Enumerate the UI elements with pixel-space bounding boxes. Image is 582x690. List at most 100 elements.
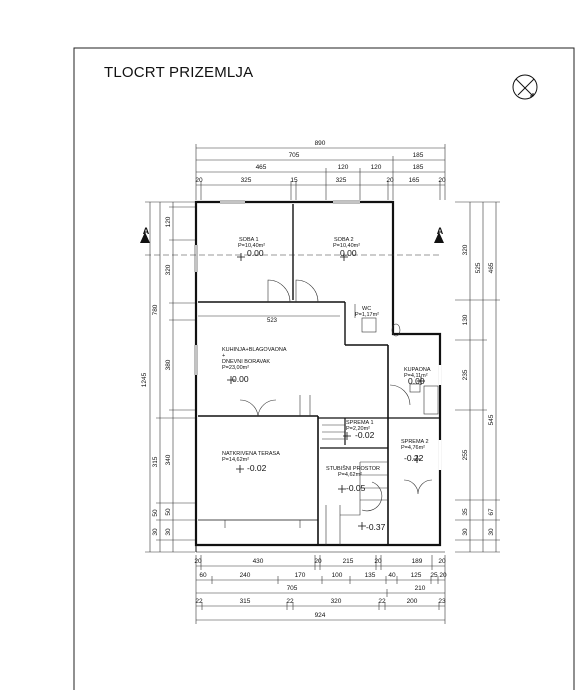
top-dimension-lines (195, 144, 446, 200)
dim-right-255: 255 (462, 449, 469, 460)
dim-left-120: 120 (165, 216, 172, 227)
dim-right-total: 525 (475, 262, 482, 273)
dim-bot-22c: 22 (378, 598, 386, 605)
room-stubisni-name: STUBIŠNI PROSTOR (326, 465, 380, 472)
dim-right-30: 30 (488, 528, 495, 536)
dim-top-20b: 20 (386, 177, 394, 184)
room-sprema1-name: SPREMA 1 (346, 420, 374, 426)
dim-right-235: 235 (462, 369, 469, 380)
room-kupaona-area: P=4,11m² (404, 373, 428, 379)
dim-bot-20a: 20 (194, 558, 202, 565)
level-kuhinja: 0.00 (232, 374, 249, 384)
room-terasa-area: P=14,62m² (222, 457, 249, 463)
room-wc-name: WC (362, 306, 371, 312)
level-soba2: 0.00 (340, 248, 357, 258)
dim-left-780: 780 (152, 304, 159, 315)
dim-bot-total: 924 (315, 612, 326, 619)
dim-bot-60: 60 (199, 572, 207, 579)
dim-bot-20b: 20 (314, 558, 322, 565)
stair (322, 424, 388, 545)
level-soba1: 0.00 (247, 248, 264, 258)
bottom-dimension-lines (195, 555, 446, 624)
dim-left-total: 1245 (141, 372, 148, 387)
dim-top-20c: 20 (438, 177, 446, 184)
dim-right-30b: 30 (462, 528, 469, 536)
level-sprema1: -0.02 (355, 430, 375, 440)
section-line-a (140, 232, 444, 256)
dim-bot-200: 200 (407, 598, 418, 605)
walls (194, 200, 445, 553)
room-dnevni-name: DNEVNI BORAVAK (222, 359, 270, 365)
room-kuhinja-plus: + (222, 353, 225, 359)
room-kupaona-name: KUPAONA (404, 367, 431, 373)
dim-left-50b: 50 (165, 508, 172, 516)
dim-bot-100: 100 (332, 572, 343, 579)
room-kuhinja-name: KUHINJA+BLAGOVAONA (222, 347, 287, 353)
level-markers (227, 253, 425, 530)
dim-bot-240: 240 (240, 572, 251, 579)
dim-top-325b: 325 (336, 177, 347, 184)
room-terasa-name: NATKRIVENA TERASA (222, 451, 280, 457)
section-marker-right: A (437, 226, 444, 236)
dim-bot-20d: 20 (438, 558, 446, 565)
room-sprema2-area: P=4,76m² (401, 445, 425, 451)
right-dimension-lines (455, 201, 500, 553)
dim-top-185a: 185 (413, 152, 424, 159)
dim-left-50: 50 (152, 509, 159, 517)
dim-inner-523: 523 (267, 318, 278, 324)
room-sprema1-area: P=2,20m² (346, 426, 370, 432)
dim-bot-23: 23 (438, 598, 446, 605)
dim-left-380: 380 (165, 359, 172, 370)
dim-bot-20c: 20 (374, 558, 382, 565)
dim-bot-22b: 22 (286, 598, 294, 605)
north-arrow-icon (512, 74, 538, 100)
dim-top-120a: 120 (338, 164, 349, 171)
level-terasa: -0.02 (247, 463, 267, 473)
dim-bot-320: 320 (331, 598, 342, 605)
room-wc-area: P=1,17m² (355, 312, 379, 318)
room-soba2-area: P=10,40m² (333, 243, 360, 249)
dim-bot-25: 25 (430, 572, 438, 579)
room-sprema2-name: SPREMA 2 (401, 439, 429, 445)
dim-right-67: 67 (488, 508, 495, 516)
level-sprema2: -0.22 (404, 453, 424, 463)
dim-top-15: 15 (290, 177, 298, 184)
dim-bot-125: 125 (411, 572, 422, 579)
dim-bot-170: 170 (295, 572, 306, 579)
dim-bot-189: 189 (412, 558, 423, 565)
dim-bot-210: 210 (415, 585, 426, 592)
level-extra: -0.37 (366, 522, 386, 532)
drawing-title: TLOCRT PRIZEMLJA (104, 64, 254, 81)
dim-bot-40: 40 (388, 572, 396, 579)
dim-bot-430: 430 (253, 558, 264, 565)
dim-left-30: 30 (152, 528, 159, 536)
dim-top-total: 890 (315, 140, 326, 147)
dim-top-120b: 120 (371, 164, 382, 171)
dim-bot-135: 135 (365, 572, 376, 579)
room-stubisni-area: P=4,62m² (338, 472, 362, 478)
room-kuhinja-area: P=23,00m² (222, 365, 249, 371)
sheet-frame (73, 47, 575, 690)
dim-left-30b: 30 (165, 528, 172, 536)
dim-top-165: 165 (409, 177, 420, 184)
dim-left-340: 340 (165, 454, 172, 465)
dim-bot-705: 705 (287, 585, 298, 592)
room-soba1-name: SOBA 1 (239, 237, 259, 243)
dim-bot-315: 315 (240, 598, 251, 605)
dim-right-545: 545 (488, 414, 495, 425)
dim-left-320: 320 (165, 264, 172, 275)
dim-bot-20e: 20 (439, 572, 447, 579)
dim-bot-215: 215 (343, 558, 354, 565)
dim-right-35: 35 (462, 508, 469, 516)
dim-right-130: 130 (462, 314, 469, 325)
level-kupaona: 0.00 (408, 376, 425, 386)
dim-left-315: 315 (152, 456, 159, 467)
dim-right-465: 465 (488, 262, 495, 273)
section-marker-left: A (143, 226, 150, 236)
dim-top-20a: 20 (195, 177, 203, 184)
dim-right-320: 320 (462, 244, 469, 255)
dim-top-325a: 325 (241, 177, 252, 184)
room-soba2-name: SOBA 2 (334, 237, 354, 243)
door-swings (224, 279, 433, 528)
